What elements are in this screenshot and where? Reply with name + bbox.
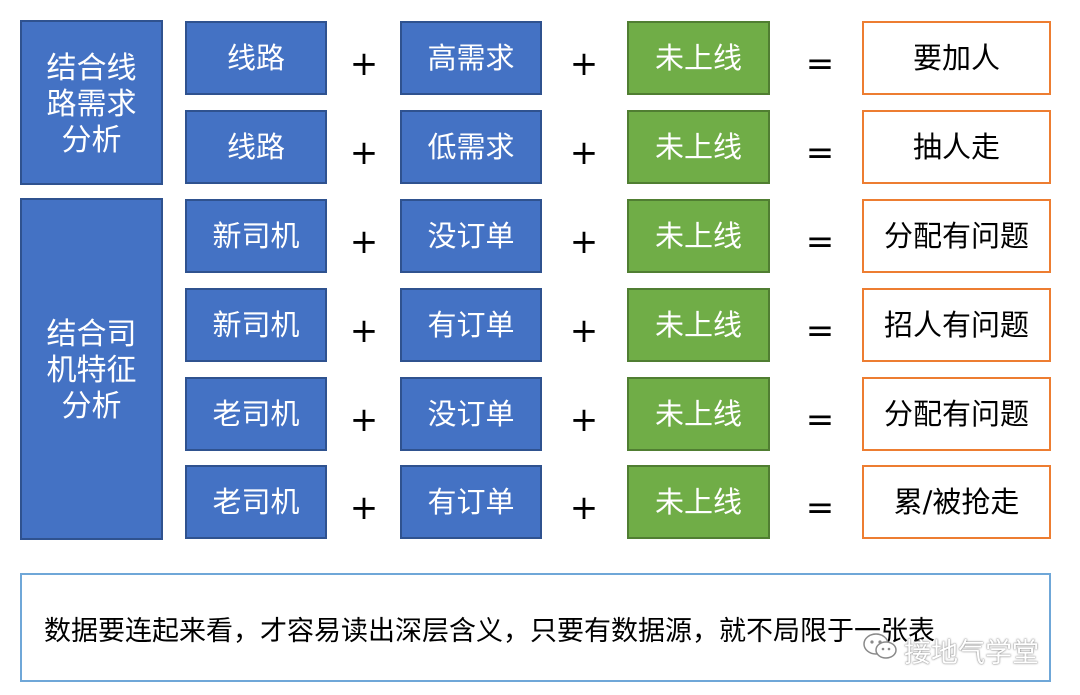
row-3-factor-b: 没订单	[400, 199, 542, 273]
plus-operator: +	[349, 44, 379, 84]
row-1-status: 未上线	[627, 21, 770, 95]
row-6-factor-b: 有订单	[400, 465, 542, 539]
plus-operator: +	[569, 222, 599, 262]
row-4-factor-b: 有订单	[400, 288, 542, 362]
equals-operator: =	[805, 222, 835, 262]
plus-operator: +	[569, 44, 599, 84]
row-6-result: 累/被抢走	[862, 465, 1051, 539]
row-5-factor-b: 没订单	[400, 377, 542, 451]
row-5-result: 分配有问题	[862, 377, 1051, 451]
wechat-icon	[862, 632, 898, 669]
plus-operator: +	[569, 133, 599, 173]
row-3-status: 未上线	[627, 199, 770, 273]
row-6-factor-a: 老司机	[185, 465, 327, 539]
summary-note-box: 数据要连起来看，才容易读出深层含义，只要有数据源，就不局限于一张表	[20, 573, 1051, 682]
watermark-text: 接地气学堂	[904, 637, 1039, 669]
row-2-factor-a: 线路	[185, 110, 327, 184]
group-label-route-demand: 结合线 路需求 分析	[20, 20, 163, 185]
row-5-factor-a: 老司机	[185, 377, 327, 451]
plus-operator: +	[569, 311, 599, 351]
row-1-result: 要加人	[862, 21, 1051, 95]
row-1-factor-b: 高需求	[400, 21, 542, 95]
watermark: 接地气学堂	[862, 632, 1039, 669]
plus-operator: +	[349, 488, 379, 528]
row-4-result: 招人有问题	[862, 288, 1051, 362]
row-3-result: 分配有问题	[862, 199, 1051, 273]
plus-operator: +	[349, 311, 379, 351]
equals-operator: =	[805, 311, 835, 351]
plus-operator: +	[569, 488, 599, 528]
row-6-status: 未上线	[627, 465, 770, 539]
row-4-factor-a: 新司机	[185, 288, 327, 362]
row-3-factor-a: 新司机	[185, 199, 327, 273]
group-label-driver-features: 结合司 机特征 分析	[20, 198, 163, 540]
equals-operator: =	[805, 44, 835, 84]
row-2-factor-b: 低需求	[400, 110, 542, 184]
row-2-result: 抽人走	[862, 110, 1051, 184]
equals-operator: =	[805, 133, 835, 173]
row-1-factor-a: 线路	[185, 21, 327, 95]
equals-operator: =	[805, 400, 835, 440]
row-4-status: 未上线	[627, 288, 770, 362]
summary-note-text: 数据要连起来看，才容易读出深层含义，只要有数据源，就不局限于一张表	[44, 616, 935, 647]
equals-operator: =	[805, 488, 835, 528]
row-2-status: 未上线	[627, 110, 770, 184]
plus-operator: +	[569, 400, 599, 440]
plus-operator: +	[349, 133, 379, 173]
row-5-status: 未上线	[627, 377, 770, 451]
plus-operator: +	[349, 222, 379, 262]
plus-operator: +	[349, 400, 379, 440]
